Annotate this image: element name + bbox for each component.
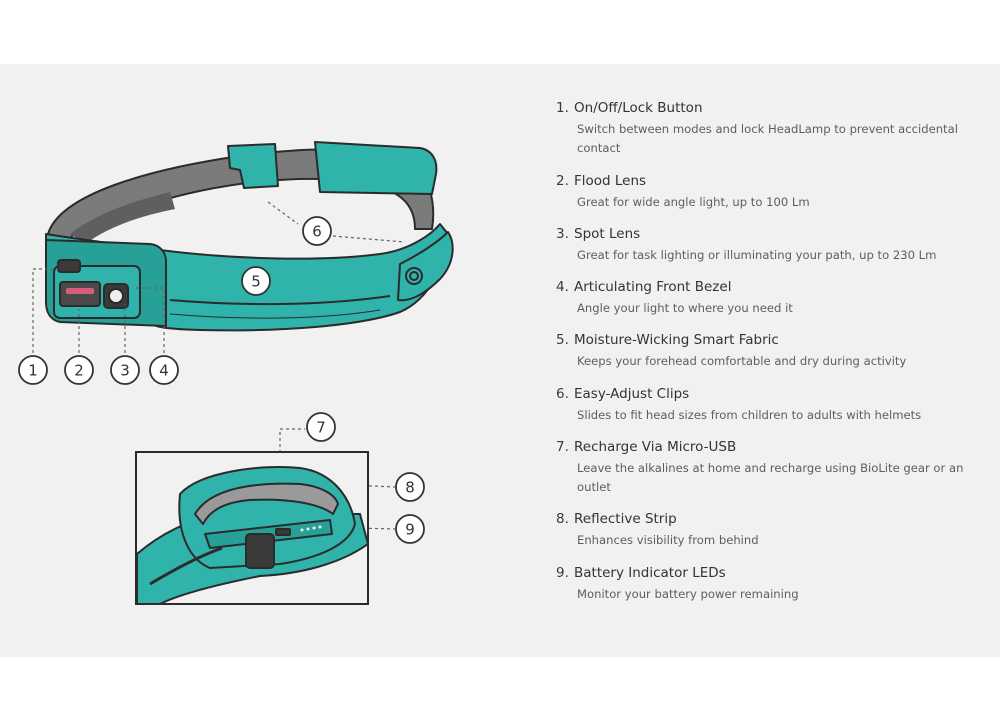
- feature-item: 3. Spot Lens Great for task lighting or …: [556, 226, 976, 279]
- micro-usb-cap: [245, 533, 275, 569]
- spot-lens: [108, 288, 124, 304]
- feature-item: 9. Battery Indicator LEDs Monitor your b…: [556, 565, 976, 618]
- battery-pod: [314, 141, 438, 195]
- callout-7: [306, 412, 336, 442]
- feature-description: Great for wide angle light, up to 100 Lm: [577, 194, 810, 209]
- callout-3: [110, 355, 140, 385]
- callout-5: [241, 266, 271, 296]
- feature-number: 3.: [556, 225, 569, 242]
- callout-6: [302, 216, 332, 246]
- callout-labels: 1 2 3 4 5 6 7 8 9: [28, 223, 415, 539]
- onoff-button: [57, 259, 81, 273]
- callout-2: [64, 355, 94, 385]
- callout-4: [149, 355, 179, 385]
- svg-text:9: 9: [405, 521, 415, 539]
- feature-number: 9.: [556, 564, 569, 581]
- feature-title: Flood Lens: [574, 172, 647, 189]
- feature-number: 7.: [556, 438, 569, 455]
- svg-text:2: 2: [74, 362, 84, 380]
- feature-item: 7. Recharge Via Micro-USB Leave the alka…: [556, 439, 976, 512]
- feature-item: 2. Flood Lens Great for wide angle light…: [556, 173, 976, 226]
- feature-title: Battery Indicator LEDs: [574, 564, 726, 581]
- feature-item: 4. Articulating Front Bezel Angle your l…: [556, 279, 976, 332]
- adjust-clip: [227, 143, 279, 189]
- feature-title: Easy-Adjust Clips: [574, 385, 690, 402]
- svg-text:4: 4: [159, 362, 169, 380]
- feature-title: Moisture-Wicking Smart Fabric: [574, 332, 779, 349]
- feature-description: Monitor your battery power remaining: [577, 586, 799, 601]
- feature-title: Reflective Strip: [574, 511, 677, 528]
- feature-title: On/Off/Lock Button: [574, 100, 703, 116]
- feature-item: 8. Reflective Strip Enhances visibility …: [556, 511, 976, 564]
- feature-number: 4.: [556, 279, 569, 296]
- feature-description: Great for task lighting or illuminating …: [577, 247, 937, 262]
- feature-item: 6. Easy-Adjust Clips Slides to fit head …: [556, 386, 976, 439]
- diagram-panel: 1 2 3 4 5 6 7 8 9 1. On/Off/Lock Button …: [0, 64, 1000, 657]
- svg-text:5: 5: [251, 273, 261, 291]
- svg-text:7: 7: [316, 419, 326, 437]
- svg-text:8: 8: [405, 479, 415, 497]
- feature-number: 2.: [556, 172, 569, 189]
- feature-item: 1. On/Off/Lock Button Switch between mod…: [556, 100, 976, 173]
- feature-description: Angle your light to where you need it: [577, 301, 793, 316]
- feature-description: Switch between modes and lock HeadLamp t…: [577, 122, 958, 155]
- svg-text:1: 1: [28, 362, 38, 380]
- feature-number: 1.: [556, 100, 569, 116]
- svg-text:6: 6: [312, 223, 322, 241]
- headlamp-illustration: 1 2 3 4 5 6 7 8 9: [18, 141, 454, 605]
- feature-number: 6.: [556, 385, 569, 402]
- inset-detail: [135, 451, 369, 605]
- feature-description: Enhances visibility from behind: [577, 533, 759, 548]
- callout-circles: [18, 216, 425, 544]
- feature-list: 1. On/Off/Lock Button Switch between mod…: [556, 100, 976, 618]
- feature-number: 8.: [556, 511, 569, 528]
- feature-description: Slides to fit head sizes from children t…: [577, 407, 922, 422]
- feature-description: Keeps your forehead comfortable and dry …: [577, 354, 907, 369]
- feature-number: 5.: [556, 332, 569, 349]
- feature-description: Leave the alkalines at home and recharge…: [577, 460, 964, 494]
- headlamp-main: [45, 141, 454, 332]
- callout-8: [395, 472, 425, 502]
- feature-item: 5. Moisture-Wicking Smart Fabric Keeps y…: [556, 332, 976, 385]
- feature-title: Spot Lens: [574, 225, 641, 242]
- callout-1: [18, 355, 48, 385]
- svg-text:3: 3: [120, 362, 130, 380]
- feature-title: Recharge Via Micro-USB: [574, 438, 737, 455]
- reflective-strip: [194, 482, 339, 525]
- feature-title: Articulating Front Bezel: [574, 279, 732, 296]
- callout-9: [395, 514, 425, 544]
